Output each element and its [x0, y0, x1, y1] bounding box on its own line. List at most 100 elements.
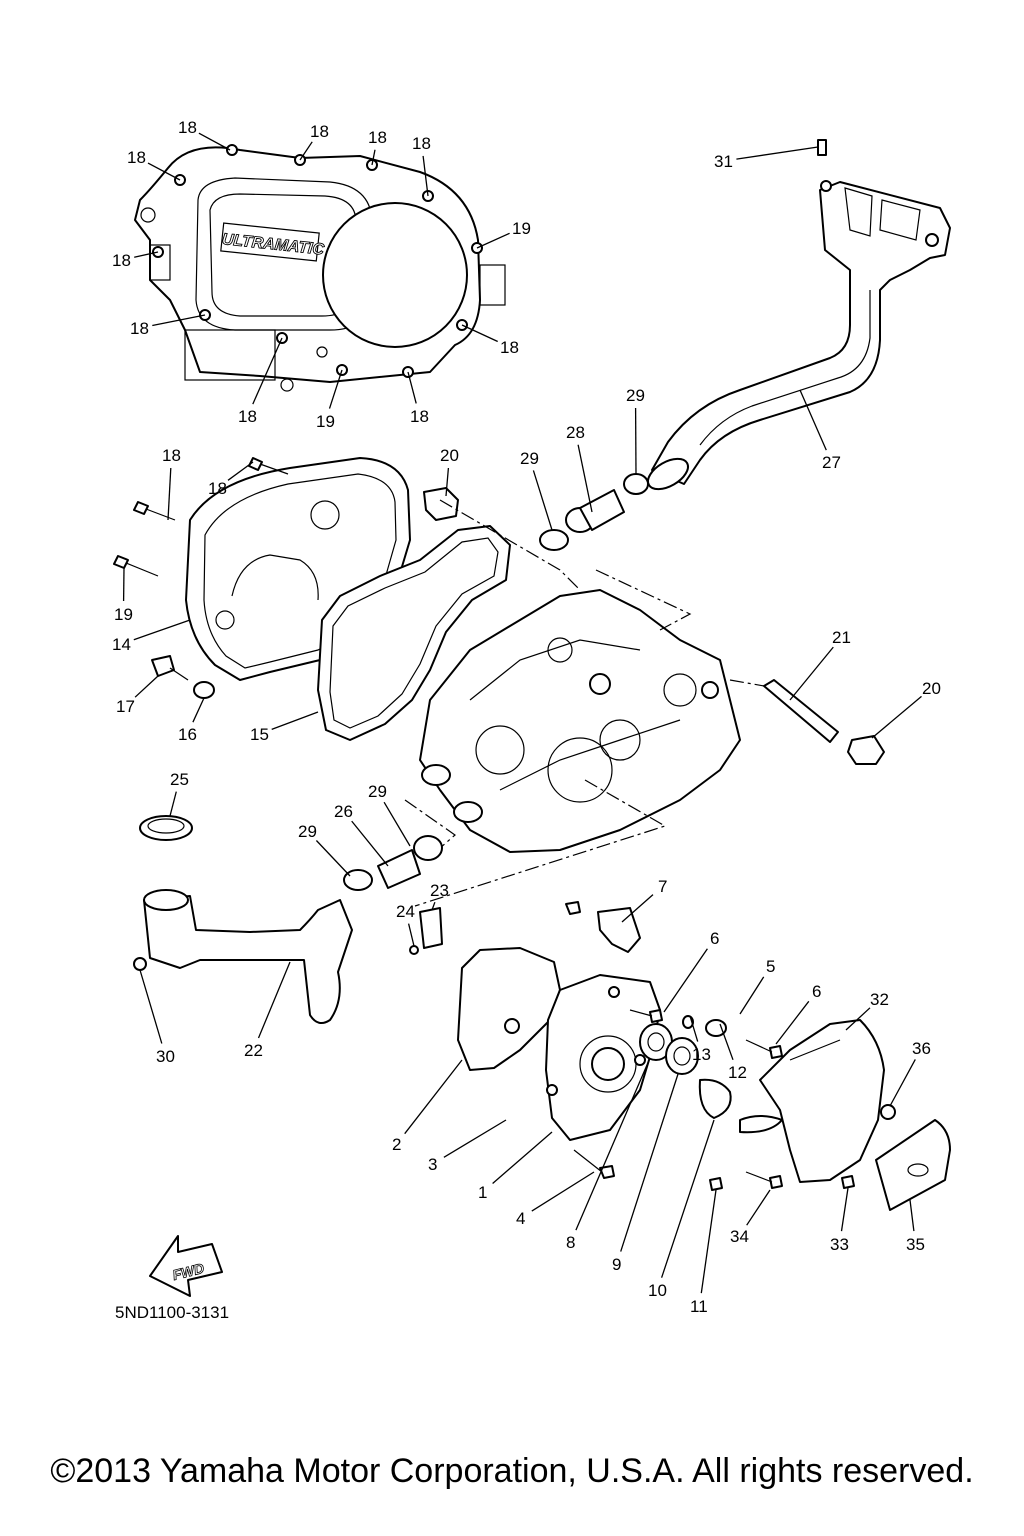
callout-leader-14 [133, 619, 191, 641]
callout-leader-17 [134, 675, 159, 698]
callout-leader-20b [871, 695, 922, 739]
callout-19a: 19 [512, 219, 531, 238]
callout-leader-35 [909, 1199, 915, 1232]
callout-leader-29d [315, 840, 351, 877]
callout-leader-33 [840, 1187, 849, 1232]
callout-leader-34 [746, 1189, 771, 1226]
callout-30: 30 [156, 1047, 175, 1066]
callout-leader-11 [700, 1189, 717, 1294]
callout-leader-36 [889, 1059, 916, 1107]
callout-leader-18k [167, 467, 172, 521]
callout-27: 27 [822, 453, 841, 472]
callout-23: 23 [430, 881, 449, 900]
callout-17: 17 [116, 697, 135, 716]
callout-leader-21 [789, 646, 834, 701]
callout-25: 25 [170, 770, 189, 789]
callout-leader-32 [845, 1007, 871, 1031]
callout-leader-22 [257, 961, 291, 1039]
callout-6a: 6 [710, 929, 719, 948]
callout-29b: 29 [626, 386, 645, 405]
shaft-and-plug-right [729, 679, 885, 765]
callout-18a: 18 [178, 118, 197, 137]
callout-7: 7 [658, 877, 667, 896]
cover-bolts [113, 457, 289, 577]
callout-leader-18l [227, 461, 254, 481]
callout-18h: 18 [500, 338, 519, 357]
callout-18e: 18 [412, 134, 431, 153]
callout-leader-18e [422, 155, 429, 197]
callout-leader-19a [476, 232, 510, 249]
callout-18i: 18 [238, 407, 257, 426]
callout-18c: 18 [310, 122, 329, 141]
callout-1: 1 [478, 1183, 487, 1202]
callout-leader-27 [799, 389, 827, 451]
callout-29d: 29 [298, 822, 317, 841]
callout-26: 26 [334, 802, 353, 821]
callout-leader-18d [371, 149, 376, 166]
callout-10: 10 [648, 1281, 667, 1300]
callout-8: 8 [566, 1233, 575, 1252]
callout-leader-29c [383, 801, 411, 847]
callout-leader-24 [407, 923, 415, 947]
fwd-arrow: FWD [149, 1235, 223, 1297]
callout-leader-15 [271, 711, 319, 731]
callout-leader-16 [192, 697, 205, 723]
callout-20a: 20 [440, 446, 459, 465]
bracket-7 [565, 901, 641, 953]
callout-35: 35 [906, 1235, 925, 1254]
air-duct-upper [647, 139, 951, 491]
diagram-code: 5ND1100-3131 [115, 1303, 229, 1322]
callout-12: 12 [728, 1063, 747, 1082]
callout-18j: 18 [410, 407, 429, 426]
callout-13: 13 [692, 1045, 711, 1064]
callout-24: 24 [396, 902, 415, 921]
callout-6b: 6 [812, 982, 821, 1001]
callout-leader-6a [663, 948, 708, 1013]
callout-leader-6b [775, 1000, 810, 1045]
callout-leader-18j [407, 371, 417, 404]
callout-29c: 29 [368, 782, 387, 801]
callout-34: 34 [730, 1227, 749, 1246]
callout-leader-18a [198, 132, 231, 151]
callout-15: 15 [250, 725, 269, 744]
callout-18k: 18 [162, 446, 181, 465]
callout-18g: 18 [130, 319, 149, 338]
callout-leader-23 [431, 901, 436, 911]
callout-leader-18h [461, 324, 498, 343]
callout-21: 21 [832, 628, 851, 647]
callout-leader-20a [445, 467, 450, 497]
callout-leader-5 [739, 976, 765, 1015]
copyright-notice: ©2013 Yamaha Motor Corporation, U.S.A. A… [50, 1452, 974, 1490]
callout-31: 31 [714, 152, 733, 171]
callout-18l: 18 [208, 479, 227, 498]
callout-leader-12 [719, 1023, 734, 1061]
callout-18f: 18 [112, 251, 131, 270]
callout-29a: 29 [520, 449, 539, 468]
callout-18b: 18 [127, 148, 146, 167]
callout-leader-18b [147, 162, 181, 181]
guard-32-plate-35 [739, 1019, 951, 1211]
callout-22: 22 [244, 1041, 263, 1060]
small-parts-left [151, 487, 459, 699]
callout-leader-29a [532, 470, 553, 531]
callout-leader-18g [152, 314, 206, 327]
callout-leader-18i [252, 337, 283, 405]
callout-leader-9 [620, 1073, 679, 1252]
callout-11: 11 [690, 1297, 708, 1316]
callout-36: 36 [912, 1039, 931, 1058]
gasket-15 [317, 525, 511, 741]
callout-leader-8 [575, 1057, 651, 1231]
callout-leader-3 [443, 1119, 507, 1158]
callout-19b: 19 [316, 412, 335, 431]
callout-18d: 18 [368, 128, 387, 147]
callout-9: 9 [612, 1255, 621, 1274]
callout-leader-25 [169, 791, 177, 817]
callout-2: 2 [392, 1135, 401, 1154]
callout-33: 33 [830, 1235, 849, 1254]
callout-leader-30 [139, 969, 163, 1044]
callout-16: 16 [178, 725, 197, 744]
callout-leader-2 [404, 1059, 463, 1135]
callout-leader-13 [689, 1015, 699, 1042]
air-duct-lower [133, 815, 443, 1025]
